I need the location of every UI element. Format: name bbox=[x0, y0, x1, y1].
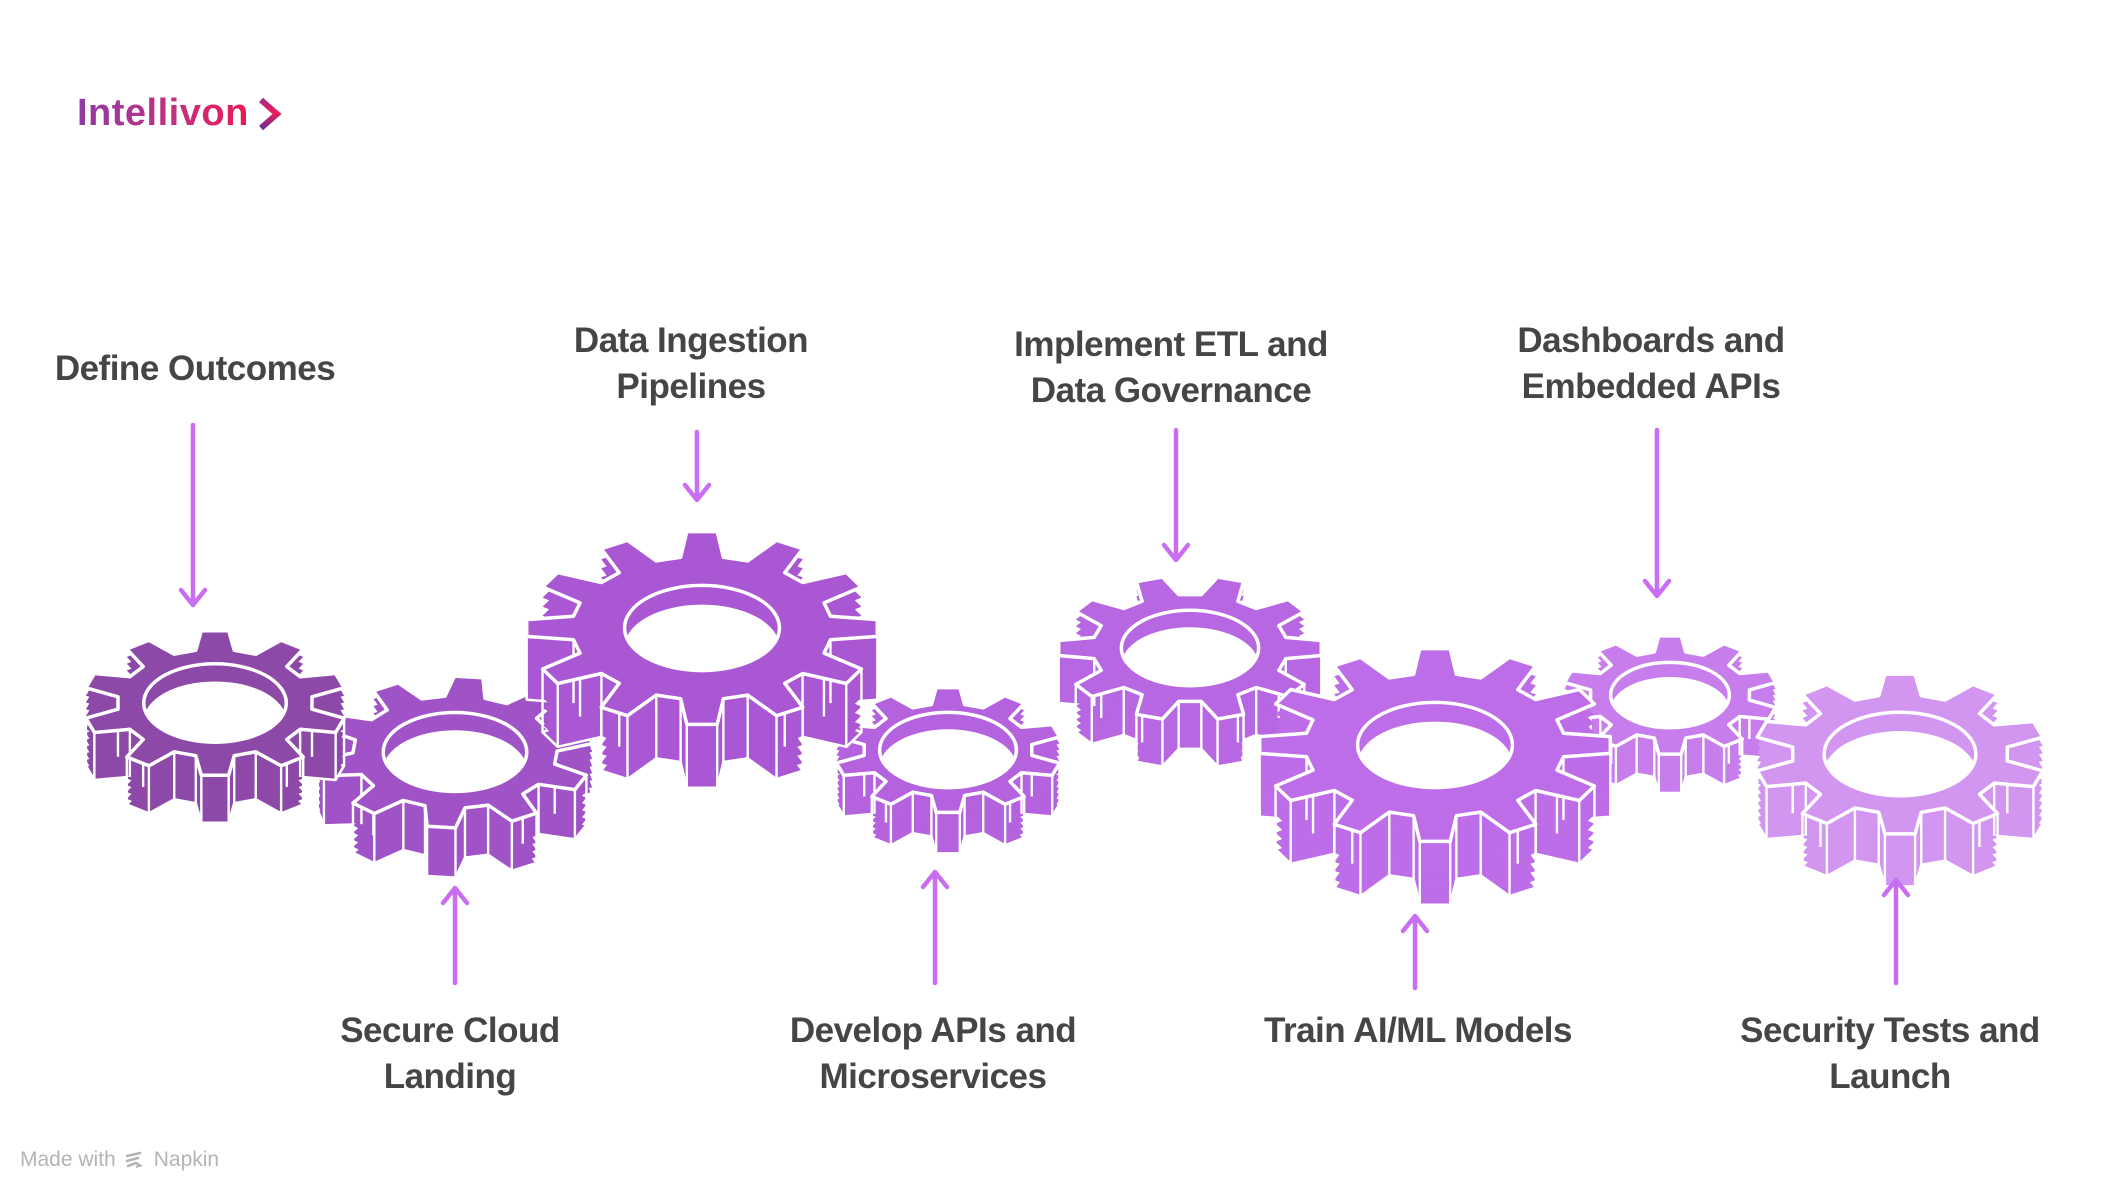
step-label-define-outcomes: Define Outcomes bbox=[54, 349, 336, 388]
brand-logo-text: Intellivon bbox=[77, 92, 249, 134]
arrow-data-ingestion-pipelines bbox=[682, 429, 712, 503]
brand-chevron-icon bbox=[258, 97, 282, 130]
gear-data-ingestion-pipelines bbox=[524, 529, 880, 790]
credit-prefix: Made with bbox=[20, 1148, 116, 1171]
step-label-data-ingestion-pipelines: Data Ingestion Pipelines bbox=[573, 321, 809, 407]
credit-brand: Napkin bbox=[153, 1148, 220, 1171]
gear-train-ai-ml-models bbox=[1257, 646, 1613, 907]
step-label-security-tests-and-launch: Security Tests and Launch bbox=[1740, 1011, 2040, 1097]
gear-secure-cloud-landing bbox=[316, 674, 594, 879]
gear-define-outcomes bbox=[84, 629, 346, 824]
arrow-train-ai-ml-models bbox=[1400, 913, 1430, 991]
arrow-security-tests-and-launch bbox=[1881, 877, 1911, 986]
gear-dashboards-and-embedded-apis bbox=[1562, 634, 1778, 795]
step-label-secure-cloud-landing: Secure Cloud Landing bbox=[340, 1011, 560, 1097]
gear-implement-etl-and-data-governance bbox=[1056, 575, 1324, 768]
arrow-develop-apis-and-microservices bbox=[920, 869, 950, 986]
arrow-secure-cloud-landing bbox=[440, 885, 470, 986]
arrow-define-outcomes bbox=[178, 422, 208, 608]
arrow-dashboards-and-embedded-apis bbox=[1642, 427, 1672, 599]
gear-security-tests-and-launch bbox=[1755, 672, 2045, 888]
step-label-implement-etl-and-data-governance: Implement ETL and Data Governance bbox=[1014, 325, 1328, 411]
brand-logo: Intellivon bbox=[77, 92, 285, 135]
step-label-develop-apis-and-microservices: Develop APIs and Microservices bbox=[789, 1011, 1077, 1097]
napkin-logo-icon bbox=[125, 1151, 143, 1168]
step-label-train-ai-ml-models: Train AI/ML Models bbox=[1264, 1011, 1572, 1050]
gear-develop-apis-and-microservices bbox=[834, 685, 1062, 855]
made-with-napkin-credit: Made with Napkin bbox=[20, 1148, 219, 1172]
arrow-implement-etl-and-data-governance bbox=[1161, 427, 1191, 563]
step-label-dashboards-and-embedded-apis: Dashboards and Embedded APIs bbox=[1517, 321, 1785, 407]
